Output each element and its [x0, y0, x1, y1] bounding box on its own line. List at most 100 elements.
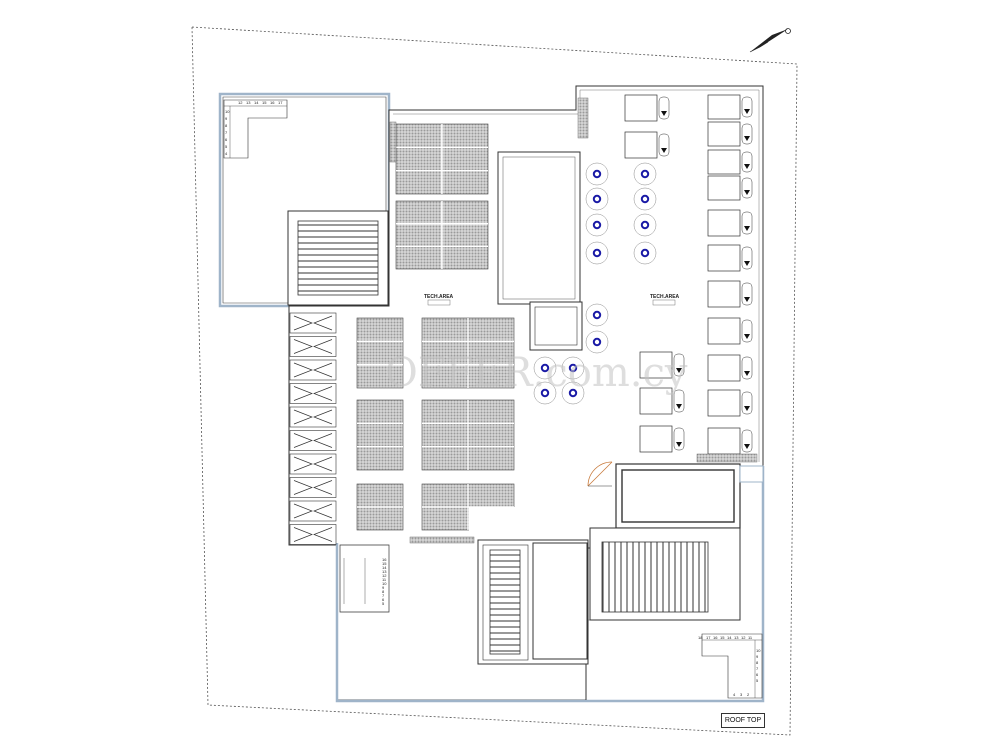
x-panel-mark [293, 409, 333, 425]
tech-area-right-label: TECH.AREA [650, 294, 680, 300]
unit-markers [533, 162, 657, 405]
unit-arrow-icon [661, 148, 667, 153]
stair-br-step-12: 12 [741, 635, 746, 640]
roof-top-label: ROOF TOP [721, 713, 765, 728]
unit-marker-ring [585, 330, 609, 354]
x-panel [289, 477, 337, 498]
unit-fan [741, 151, 753, 173]
stair-tl-step-13: 13 [246, 100, 251, 105]
unit-marker-ring [633, 162, 657, 186]
mechanical-unit [707, 209, 741, 237]
unit-arrow-icon [744, 261, 750, 266]
mechanical-unit [639, 425, 673, 453]
unit-marker [568, 388, 578, 398]
stair-tl-step-4: 4 [225, 151, 228, 156]
watermark: OFFER.com.cy [385, 350, 688, 396]
mechanical-unit [707, 427, 741, 455]
unit-arrow-icon [661, 111, 667, 116]
stair-c-step-16: 16 [382, 557, 387, 562]
stair-c-step-7: 7 [382, 593, 385, 598]
stair-tl-step-15: 15 [262, 100, 267, 105]
solar-panels [356, 123, 565, 531]
unit-marker [640, 248, 650, 258]
solar-panel-block [356, 317, 404, 389]
unit-arrow-icon [744, 406, 750, 411]
pool-tank [615, 463, 764, 529]
unit-marker [640, 194, 650, 204]
unit-fan [741, 319, 753, 343]
unit-arrow-icon [744, 444, 750, 449]
unit-marker-ring [585, 303, 609, 327]
stair-br-step-16: 16 [713, 635, 718, 640]
stair-br-step-15: 15 [720, 635, 725, 640]
stair-c-step-14: 14 [382, 565, 387, 570]
unit-marker [540, 388, 550, 398]
stair-br-step-4: 4 [733, 692, 736, 697]
stair-top-left: 12 13 14 15 16 17 10 9 8 7 6 5 4 [223, 99, 288, 159]
unit-marker [592, 220, 602, 230]
x-panel [289, 383, 337, 404]
unit-marker-ring [585, 162, 609, 186]
unit-marker-ring [585, 187, 609, 211]
mechanical-unit [707, 389, 741, 417]
unit-marker-ring [585, 241, 609, 265]
stair-c-step-11: 11 [382, 577, 387, 582]
x-panel [289, 453, 337, 475]
x-panel-mark [293, 386, 333, 401]
stair-tl-step-9: 9 [225, 116, 228, 121]
north-arrow-icon [749, 28, 791, 53]
solar-panel-block [356, 399, 404, 471]
x-panel-mark [293, 339, 333, 354]
mechanical-unit [707, 121, 741, 147]
stair-br-step-5: 5 [756, 678, 759, 683]
tech-area-right-tag [652, 299, 676, 306]
unit-marker-ring [533, 381, 557, 405]
stair-tl-step-7: 7 [225, 130, 228, 135]
unit-fan [673, 427, 685, 451]
unit-arrow-icon [676, 442, 682, 447]
unit-arrow-icon [744, 226, 750, 231]
stair-br-step-14: 14 [727, 635, 732, 640]
unit-fan [741, 246, 753, 270]
x-panel [289, 500, 337, 522]
unit-marker-ring [633, 241, 657, 265]
stair-c-step-13: 13 [382, 569, 387, 574]
unit-marker [640, 169, 650, 179]
x-panel-mark [293, 456, 333, 472]
x-panel-mark [293, 433, 333, 448]
mechanical-unit [624, 94, 658, 122]
x-panel-mark [293, 315, 333, 331]
stair-c-step-8: 8 [382, 589, 385, 594]
x-panel-mark [293, 362, 333, 378]
plot-boundary [191, 26, 798, 736]
stair-tl-step-8: 8 [225, 123, 228, 128]
stair-c-step-5: 5 [382, 601, 385, 606]
unit-fan [741, 211, 753, 235]
stair-tl-step-12: 12 [238, 100, 243, 105]
unit-fan [741, 282, 753, 306]
stair-c-step-12: 12 [382, 573, 387, 578]
unit-arrow-icon [744, 136, 750, 141]
mechanical-unit [707, 354, 741, 382]
x-panel [289, 524, 337, 545]
stair-br-step-10: 10 [756, 648, 761, 653]
stair-tl-step-6: 6 [225, 137, 228, 142]
mechanical-unit [707, 244, 741, 272]
unit-fan [673, 353, 685, 377]
unit-arrow-icon [744, 190, 750, 195]
mechanical-unit [639, 387, 673, 415]
mechanical-units [624, 94, 753, 455]
stair-br-step-17: 17 [706, 635, 711, 640]
unit-fan [673, 389, 685, 413]
mechanical-unit [707, 149, 741, 175]
x-panel-mark [293, 480, 333, 495]
unit-arrow-icon [744, 297, 750, 302]
unit-arrow-icon [676, 368, 682, 373]
stair-c-step-10: 10 [382, 581, 387, 586]
stair-tl-step-17: 17 [278, 100, 283, 105]
x-panel [289, 336, 337, 357]
unit-fan [741, 96, 753, 118]
x-panel [289, 430, 337, 451]
stair-br-step-3: 3 [740, 692, 743, 697]
